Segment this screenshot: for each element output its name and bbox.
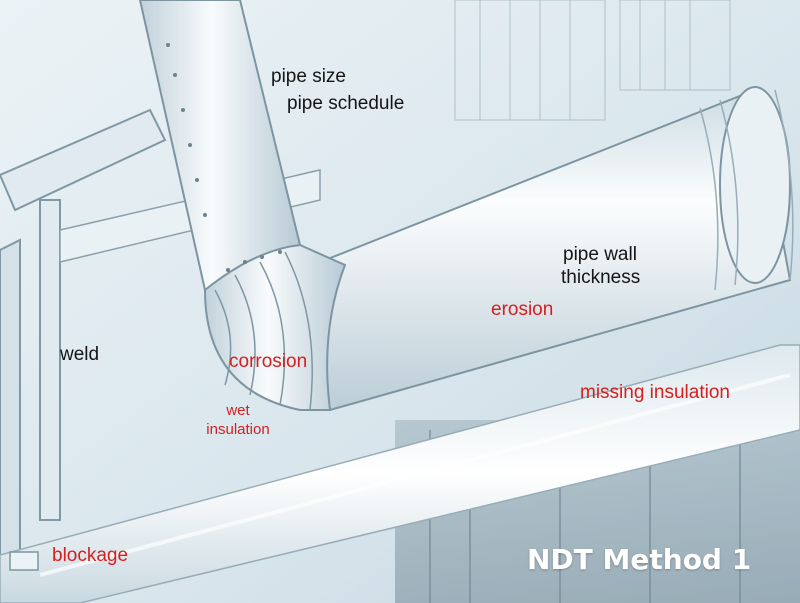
label-missing-insulation: missing insulation	[580, 382, 730, 403]
label-wet: wet	[226, 402, 250, 419]
label-weld: weld	[60, 344, 100, 365]
label-pipe-size: pipe size	[271, 66, 346, 87]
label-pipe-wall: pipe wall	[563, 244, 637, 265]
label-thickness: thickness	[561, 267, 641, 288]
page-title: NDT Method 1	[527, 543, 752, 576]
label-insulation: insulation	[206, 421, 270, 438]
label-blockage: blockage	[52, 545, 129, 566]
label-corrosion: corrosion	[229, 351, 308, 372]
label-erosion: erosion	[491, 299, 554, 320]
label-pipe-schedule: pipe schedule	[287, 93, 405, 114]
